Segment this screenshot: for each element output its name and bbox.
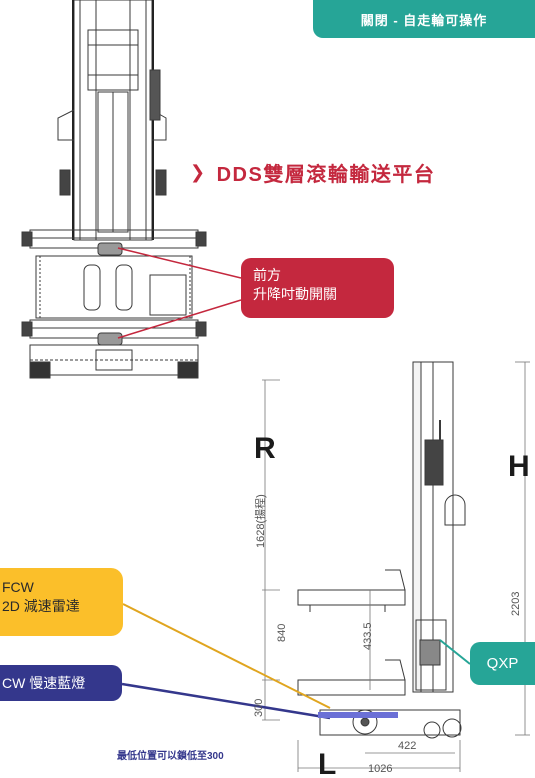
dimension-422: 422: [398, 740, 417, 752]
dimension-300: 300: [253, 698, 265, 717]
dimension-433: 433.5: [362, 622, 374, 650]
cw-blue-light-callout: CW 慢速藍燈: [0, 665, 122, 701]
callout-line: 前方: [253, 267, 281, 283]
section-heading: ❯ DDS雙層滾輪輸送平台: [190, 158, 435, 187]
label-h: H: [508, 450, 530, 483]
callout-line: 升降吋動開關: [253, 286, 337, 302]
footnote: 最低位置可以鎖低至300: [117, 751, 224, 762]
dimension-1026: 1026: [368, 763, 393, 775]
front-switch-callout: 前方 升降吋動開關: [241, 258, 394, 318]
heading-text: DDS雙層滾輪輸送平台: [216, 164, 436, 186]
qxp-callout: QXP: [470, 642, 535, 685]
label-l: L: [318, 748, 337, 778]
callout-line: CW 慢速藍燈: [2, 675, 86, 691]
dimension-2203: 2203: [510, 591, 522, 616]
fcw-radar-callout: FCW 2D 減速雷達: [0, 568, 123, 636]
dimension-840: 840: [276, 623, 288, 642]
chevron-right-icon: ❯: [190, 162, 207, 182]
callout-line: 2D 減速雷達: [2, 598, 80, 614]
callout-line: QXP: [486, 655, 519, 672]
dimension-1628: 1628(揚程): [255, 494, 267, 548]
side-view: [262, 361, 530, 772]
label-r: R: [254, 432, 276, 465]
leader-lines: [117, 247, 471, 720]
mode-badge: 關閉 - 自走輪可操作: [313, 0, 535, 38]
callout-line: FCW: [2, 579, 34, 595]
front-view: [21, 0, 207, 379]
